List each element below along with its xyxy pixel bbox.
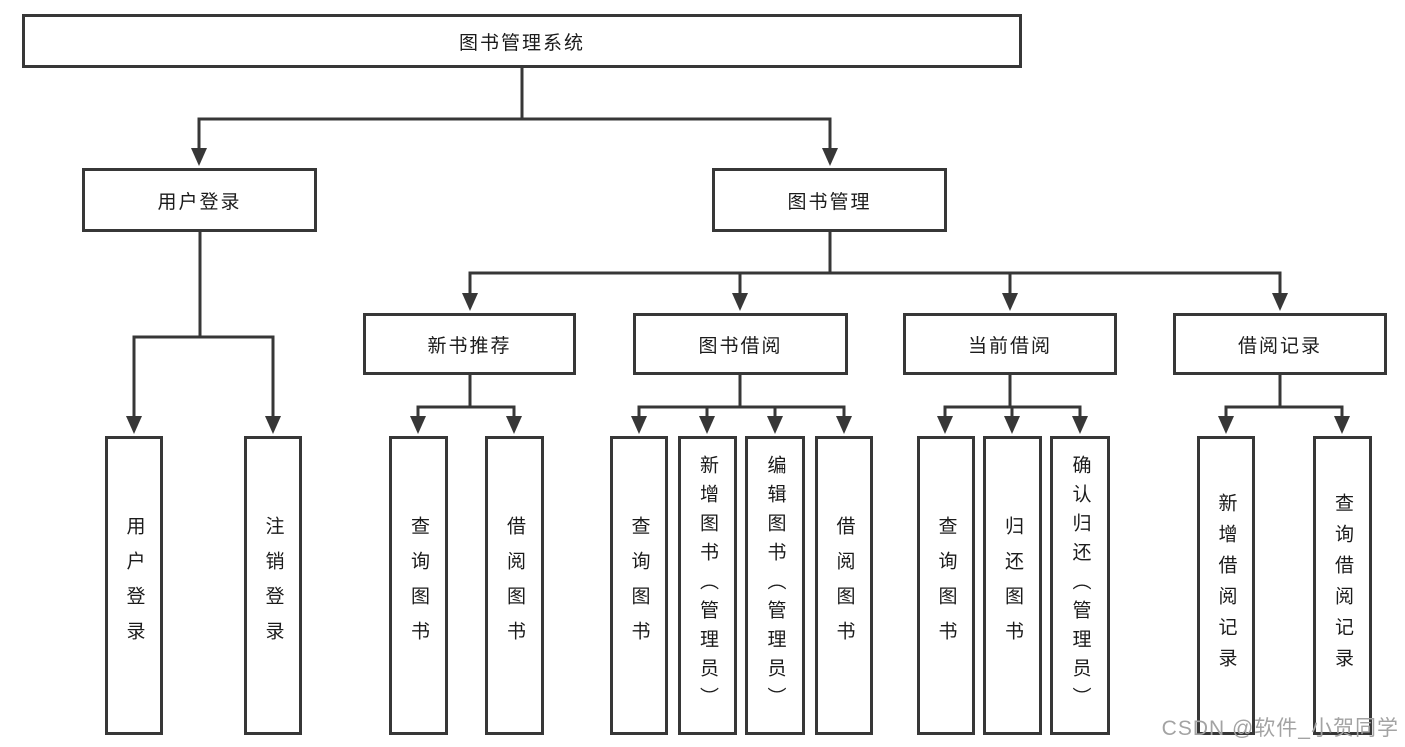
csdn-watermark: CSDN @软件_小贺同学: [1161, 717, 1399, 740]
connector-records-to-leaves: [1224, 375, 1344, 417]
node-borrowing-records: 借阅记录: [1173, 313, 1387, 375]
arrowhead-icon: [836, 416, 852, 434]
node-book-management: 图书管理: [712, 168, 947, 232]
connector-root-to-level2: [197, 68, 832, 150]
node-current-borrowing: 当前借阅: [903, 313, 1117, 375]
arrowhead-icon: [732, 293, 748, 311]
arrowhead-icon: [822, 148, 838, 166]
arrowhead-icon: [191, 148, 207, 166]
node-book-borrowing: 图书借阅: [633, 313, 848, 375]
leaf-query-books-current: 查询图书: [917, 436, 975, 735]
arrowheads: [126, 148, 1350, 434]
arrowhead-icon: [1334, 416, 1350, 434]
arrowhead-icon: [1218, 416, 1234, 434]
arrowhead-icon: [126, 416, 142, 434]
connector-mgmt-to-level3: [468, 232, 1282, 295]
arrowhead-icon: [265, 416, 281, 434]
arrowhead-icon: [631, 416, 647, 434]
node-new-book-recommend: 新书推荐: [363, 313, 576, 375]
leaf-borrow-books: 借阅图书: [815, 436, 873, 735]
connector-borrow-to-leaves: [637, 375, 846, 417]
leaf-return-books: 归还图书: [983, 436, 1042, 735]
leaf-user-login: 用户登录: [105, 436, 163, 735]
leaf-add-borrow-record: 新增借阅记录: [1197, 436, 1255, 735]
leaf-query-borrow-record: 查询借阅记录: [1313, 436, 1372, 735]
connector-recommend-to-leaves: [416, 375, 516, 417]
arrowhead-icon: [1004, 416, 1020, 434]
leaf-confirm-return-admin: 确认归还（管理员）: [1050, 436, 1110, 735]
leaf-logout: 注销登录: [244, 436, 302, 735]
leaf-borrow-books-recommend: 借阅图书: [485, 436, 544, 735]
node-user-login: 用户登录: [82, 168, 317, 232]
node-root-library-system: 图书管理系统: [22, 14, 1022, 68]
arrowhead-icon: [462, 293, 478, 311]
arrowhead-icon: [506, 416, 522, 434]
arrowhead-icon: [410, 416, 426, 434]
arrowhead-icon: [1272, 293, 1288, 311]
arrowhead-icon: [1002, 293, 1018, 311]
connector-login-to-leaves: [132, 232, 275, 418]
arrowhead-icon: [937, 416, 953, 434]
leaf-query-books-recommend: 查询图书: [389, 436, 448, 735]
leaf-query-books-borrow: 查询图书: [610, 436, 668, 735]
connector-current-to-leaves: [943, 375, 1082, 417]
arrowhead-icon: [699, 416, 715, 434]
arrowhead-icon: [1072, 416, 1088, 434]
leaf-edit-books-admin: 编辑图书（管理员）: [745, 436, 805, 735]
leaf-add-books-admin: 新增图书（管理员）: [678, 436, 737, 735]
arrowhead-icon: [767, 416, 783, 434]
